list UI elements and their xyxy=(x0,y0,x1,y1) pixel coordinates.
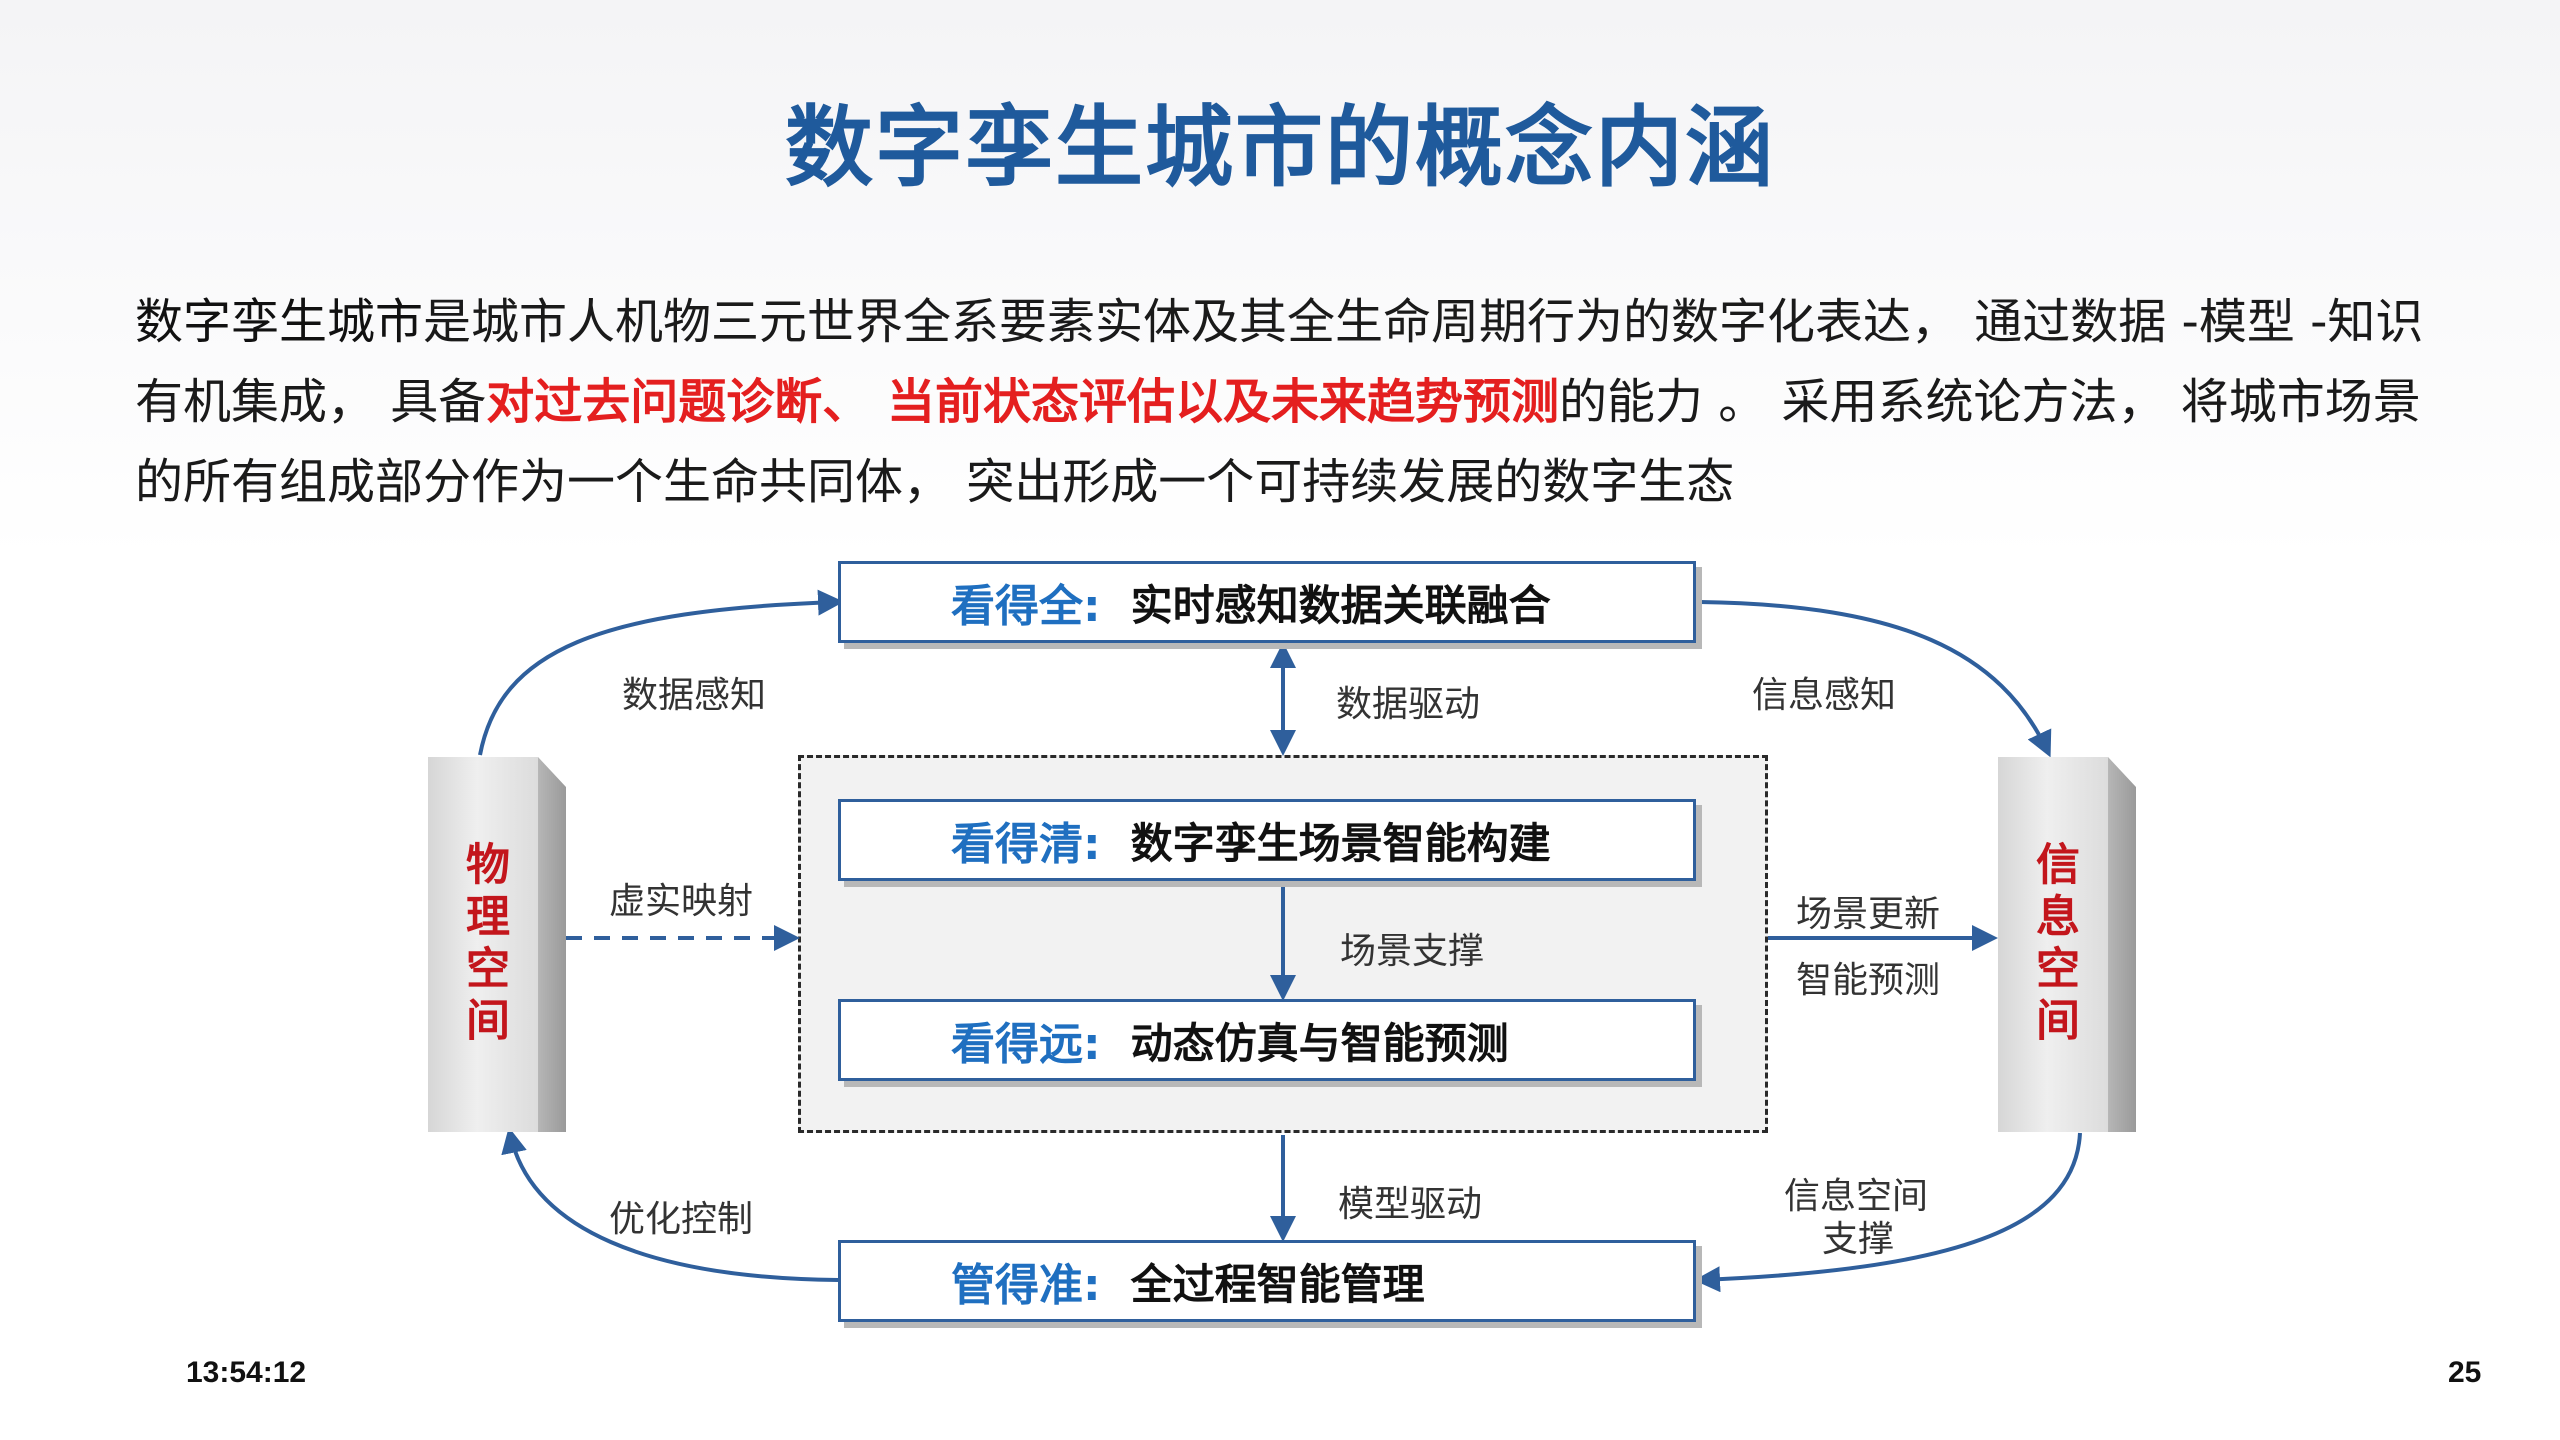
paragraph-highlight-2: 当前状态评估以及未来趋势预测 xyxy=(870,374,1559,430)
label-scene-support: 场景支撑 xyxy=(1340,931,1485,972)
box-manage-precise: 管得准: 全过程智能管理 xyxy=(838,1240,1696,1322)
paragraph-part1: 是城市人机物三元世界全系要素实体及其全生命周期行为的数字化表达， 通过数据 -模… xyxy=(135,294,2424,430)
label-scene-update: 场景更新 xyxy=(1796,894,1941,935)
label-data-drive: 数据驱动 xyxy=(1336,684,1481,725)
box-see-clear-key: 看得清: xyxy=(951,819,1101,870)
label-optimize-control: 优化控制 xyxy=(609,1199,754,1240)
pillar-physical-space: 物理空间 xyxy=(428,757,538,1132)
label-info-space-support-1: 信息空间 xyxy=(1784,1176,1929,1217)
concept-paragraph: 数字孪生城市是城市人机物三元世界全系要素实体及其全生命周期行为的数字化表达， 通… xyxy=(135,282,2435,522)
paragraph-highlight-1: 对过去问题诊断、 xyxy=(486,374,871,430)
box-see-all-key: 看得全: xyxy=(951,581,1101,632)
label-info-sense: 信息感知 xyxy=(1752,675,1897,716)
paragraph-part2: 的能力 。 采用系统论方法， 将城市场景的所有组成部分作为一个生命共同体， 突出… xyxy=(135,374,2421,510)
box-manage-precise-key: 管得准: xyxy=(951,1260,1101,1311)
label-data-sense: 数据感知 xyxy=(622,675,767,716)
box-see-far-key: 看得远: xyxy=(951,1019,1101,1070)
page-number: 25 xyxy=(2448,1356,2482,1389)
arrow-optimize-control xyxy=(501,1127,839,1282)
arrow-data-sense xyxy=(478,589,844,756)
pillar-information-space-label: 信息空间 xyxy=(2028,840,2079,1049)
pillar-physical-space-label: 物理空间 xyxy=(458,840,509,1049)
pillar-physical-space-side xyxy=(538,757,566,1132)
footer-time: 13:54:12 xyxy=(186,1356,307,1389)
arrow-info-sense xyxy=(1699,600,2052,758)
box-see-all-value: 实时感知数据关联融合 xyxy=(1130,580,1551,630)
label-smart-predict: 智能预测 xyxy=(1796,960,1941,1001)
box-manage-precise-value: 全过程智能管理 xyxy=(1130,1259,1425,1309)
box-see-far-value: 动态仿真与智能预测 xyxy=(1130,1018,1509,1068)
box-see-all: 看得全: 实时感知数据关联融合 xyxy=(838,561,1696,643)
label-info-space-support-2: 支撑 xyxy=(1822,1219,1895,1260)
paragraph-lead: 数字孪生城市 xyxy=(135,294,424,350)
box-see-clear-value: 数字孪生场景智能构建 xyxy=(1130,818,1551,868)
slide-title: 数字孪生城市的概念内涵 xyxy=(784,96,1775,199)
pillar-information-space-side xyxy=(2108,757,2136,1132)
arrow-info-space-support xyxy=(1694,1132,2082,1293)
box-see-far: 看得远: 动态仿真与智能预测 xyxy=(838,999,1696,1081)
label-model-drive: 模型驱动 xyxy=(1338,1184,1483,1225)
pillar-information-space: 信息空间 xyxy=(1998,757,2108,1132)
box-see-clear: 看得清: 数字孪生场景智能构建 xyxy=(838,799,1696,881)
label-virtual-mapping: 虚实映射 xyxy=(609,881,754,922)
